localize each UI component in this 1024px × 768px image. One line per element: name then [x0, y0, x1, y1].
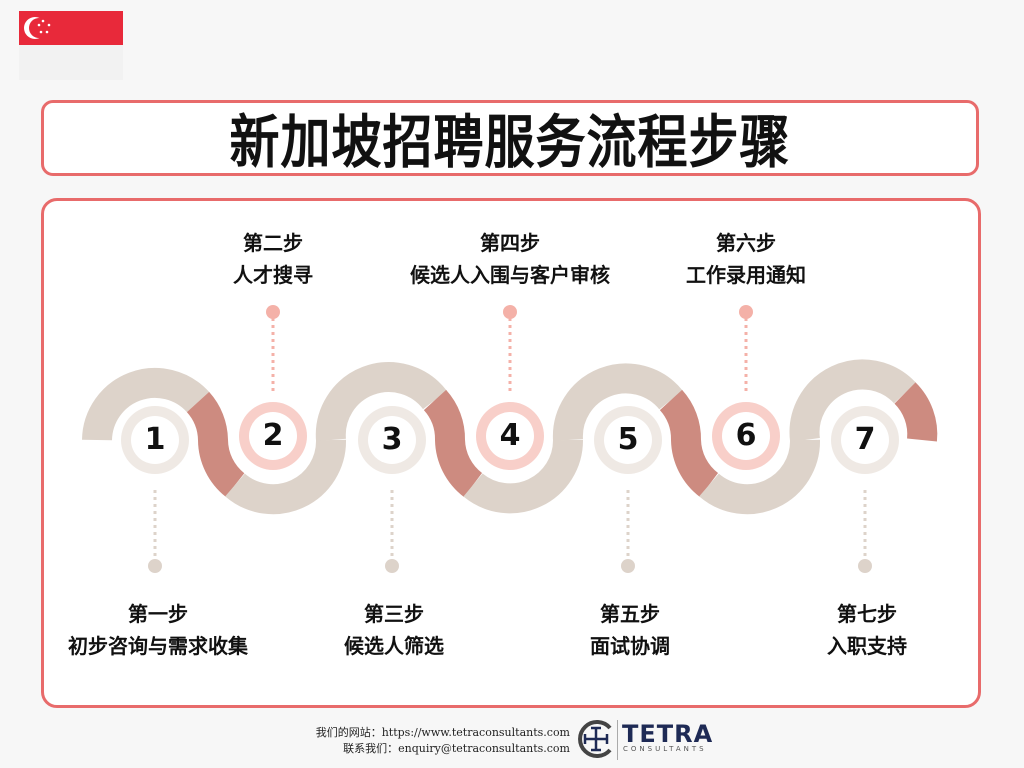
- page-title: 新加坡招聘服务流程步骤: [229, 108, 791, 176]
- step-label-4: 第四步 候选人入围与客户审核: [380, 227, 640, 291]
- step-circle-1: [121, 406, 189, 474]
- step-number-5: 5: [617, 422, 639, 457]
- step-label-3: 第三步 候选人筛选: [264, 598, 524, 662]
- step-number-3: 3: [381, 422, 403, 457]
- step-description: 面试协调: [590, 634, 670, 658]
- step-circle-3: [358, 406, 426, 474]
- tetra-logo-icon: [578, 720, 612, 758]
- logo-name: TETRA: [622, 720, 714, 748]
- step-title: 第二步: [243, 231, 303, 255]
- step-title: 第三步: [364, 602, 424, 626]
- step-circle-2: [239, 402, 307, 470]
- step-number-6: 6: [735, 418, 757, 453]
- step-description: 初步咨询与需求收集: [68, 634, 248, 658]
- step-number-4: 4: [499, 418, 521, 453]
- step-label-1: 第一步 初步咨询与需求收集: [28, 598, 288, 662]
- step-circle-4: [476, 402, 544, 470]
- step-label-6: 第六步 工作录用通知: [616, 227, 876, 291]
- footer-contact: 我们的网站：https://www.tetraconsultants.com 联…: [290, 725, 570, 757]
- logo-subtitle: CONSULTANTS: [623, 745, 707, 753]
- singapore-flag-icon: [19, 11, 123, 80]
- step-title: 第一步: [128, 602, 188, 626]
- step-circle-6: [712, 402, 780, 470]
- website-link[interactable]: 我们的网站：https://www.tetraconsultants.com: [315, 726, 570, 739]
- step-number-7: 7: [854, 422, 876, 457]
- step-number-2: 2: [262, 418, 284, 453]
- step-label-5: 第五步 面试协调: [500, 598, 760, 662]
- step-title: 第六步: [716, 231, 776, 255]
- step-description: 入职支持: [827, 634, 907, 658]
- step-circle-5: [594, 406, 662, 474]
- email-link[interactable]: 联系我们：enquiry@tetraconsultants.com: [343, 742, 570, 755]
- step-circles: [121, 402, 899, 474]
- step-description: 候选人筛选: [344, 634, 444, 658]
- step-description: 候选人入围与客户审核: [410, 263, 610, 287]
- step-circle-7: [831, 406, 899, 474]
- step-number-1: 1: [144, 422, 166, 457]
- step-description: 人才搜寻: [233, 263, 313, 287]
- step-title: 第四步: [480, 231, 540, 255]
- step-title: 第五步: [600, 602, 660, 626]
- step-label-2: 第二步 人才搜寻: [143, 227, 403, 291]
- title-banner: 新加坡招聘服务流程步骤: [41, 100, 979, 176]
- step-label-7: 第七步 入职支持: [737, 598, 997, 662]
- step-description: 工作录用通知: [686, 263, 806, 287]
- logo-divider: [617, 720, 618, 760]
- step-title: 第七步: [837, 602, 897, 626]
